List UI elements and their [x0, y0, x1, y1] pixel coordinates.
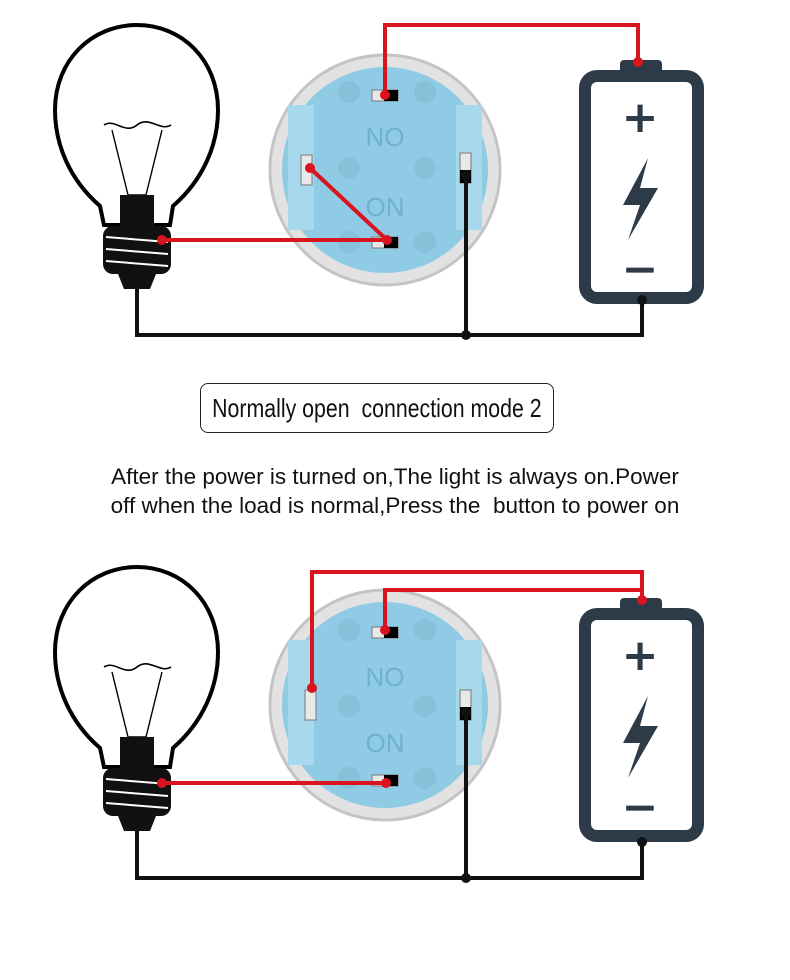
- wire-junctions: [157, 57, 647, 340]
- wiring-diagram-bottom: NO ON + −: [52, 564, 704, 883]
- switch-no-label: NO: [366, 662, 405, 692]
- battery-plus-label: +: [622, 92, 659, 143]
- description-line-1: After the power is turned on,The light i…: [111, 464, 679, 489]
- switch-no-label: NO: [366, 122, 405, 152]
- light-bulb-icon: [52, 22, 221, 289]
- battery-minus-label: −: [622, 244, 659, 295]
- connection-mode-label: Normally open connection mode 2: [200, 383, 554, 433]
- push-button-switch: NO ON: [268, 588, 502, 822]
- battery-plus-label: +: [622, 630, 659, 681]
- push-button-switch: NO ON: [268, 53, 502, 287]
- switch-on-label: ON: [366, 192, 405, 222]
- battery-minus-label: −: [622, 782, 659, 833]
- battery-icon: + −: [579, 598, 704, 842]
- wires: [135, 23, 644, 337]
- battery-icon: + −: [579, 60, 704, 304]
- wiring-diagram-top: NO ON + −: [52, 22, 704, 340]
- light-bulb-icon: [52, 564, 221, 831]
- wire-junctions: [157, 595, 647, 883]
- switch-on-label: ON: [366, 728, 405, 758]
- description-line-2: off when the load is normal,Press the bu…: [110, 493, 680, 518]
- description-text: After the power is turned on,The light i…: [0, 462, 790, 520]
